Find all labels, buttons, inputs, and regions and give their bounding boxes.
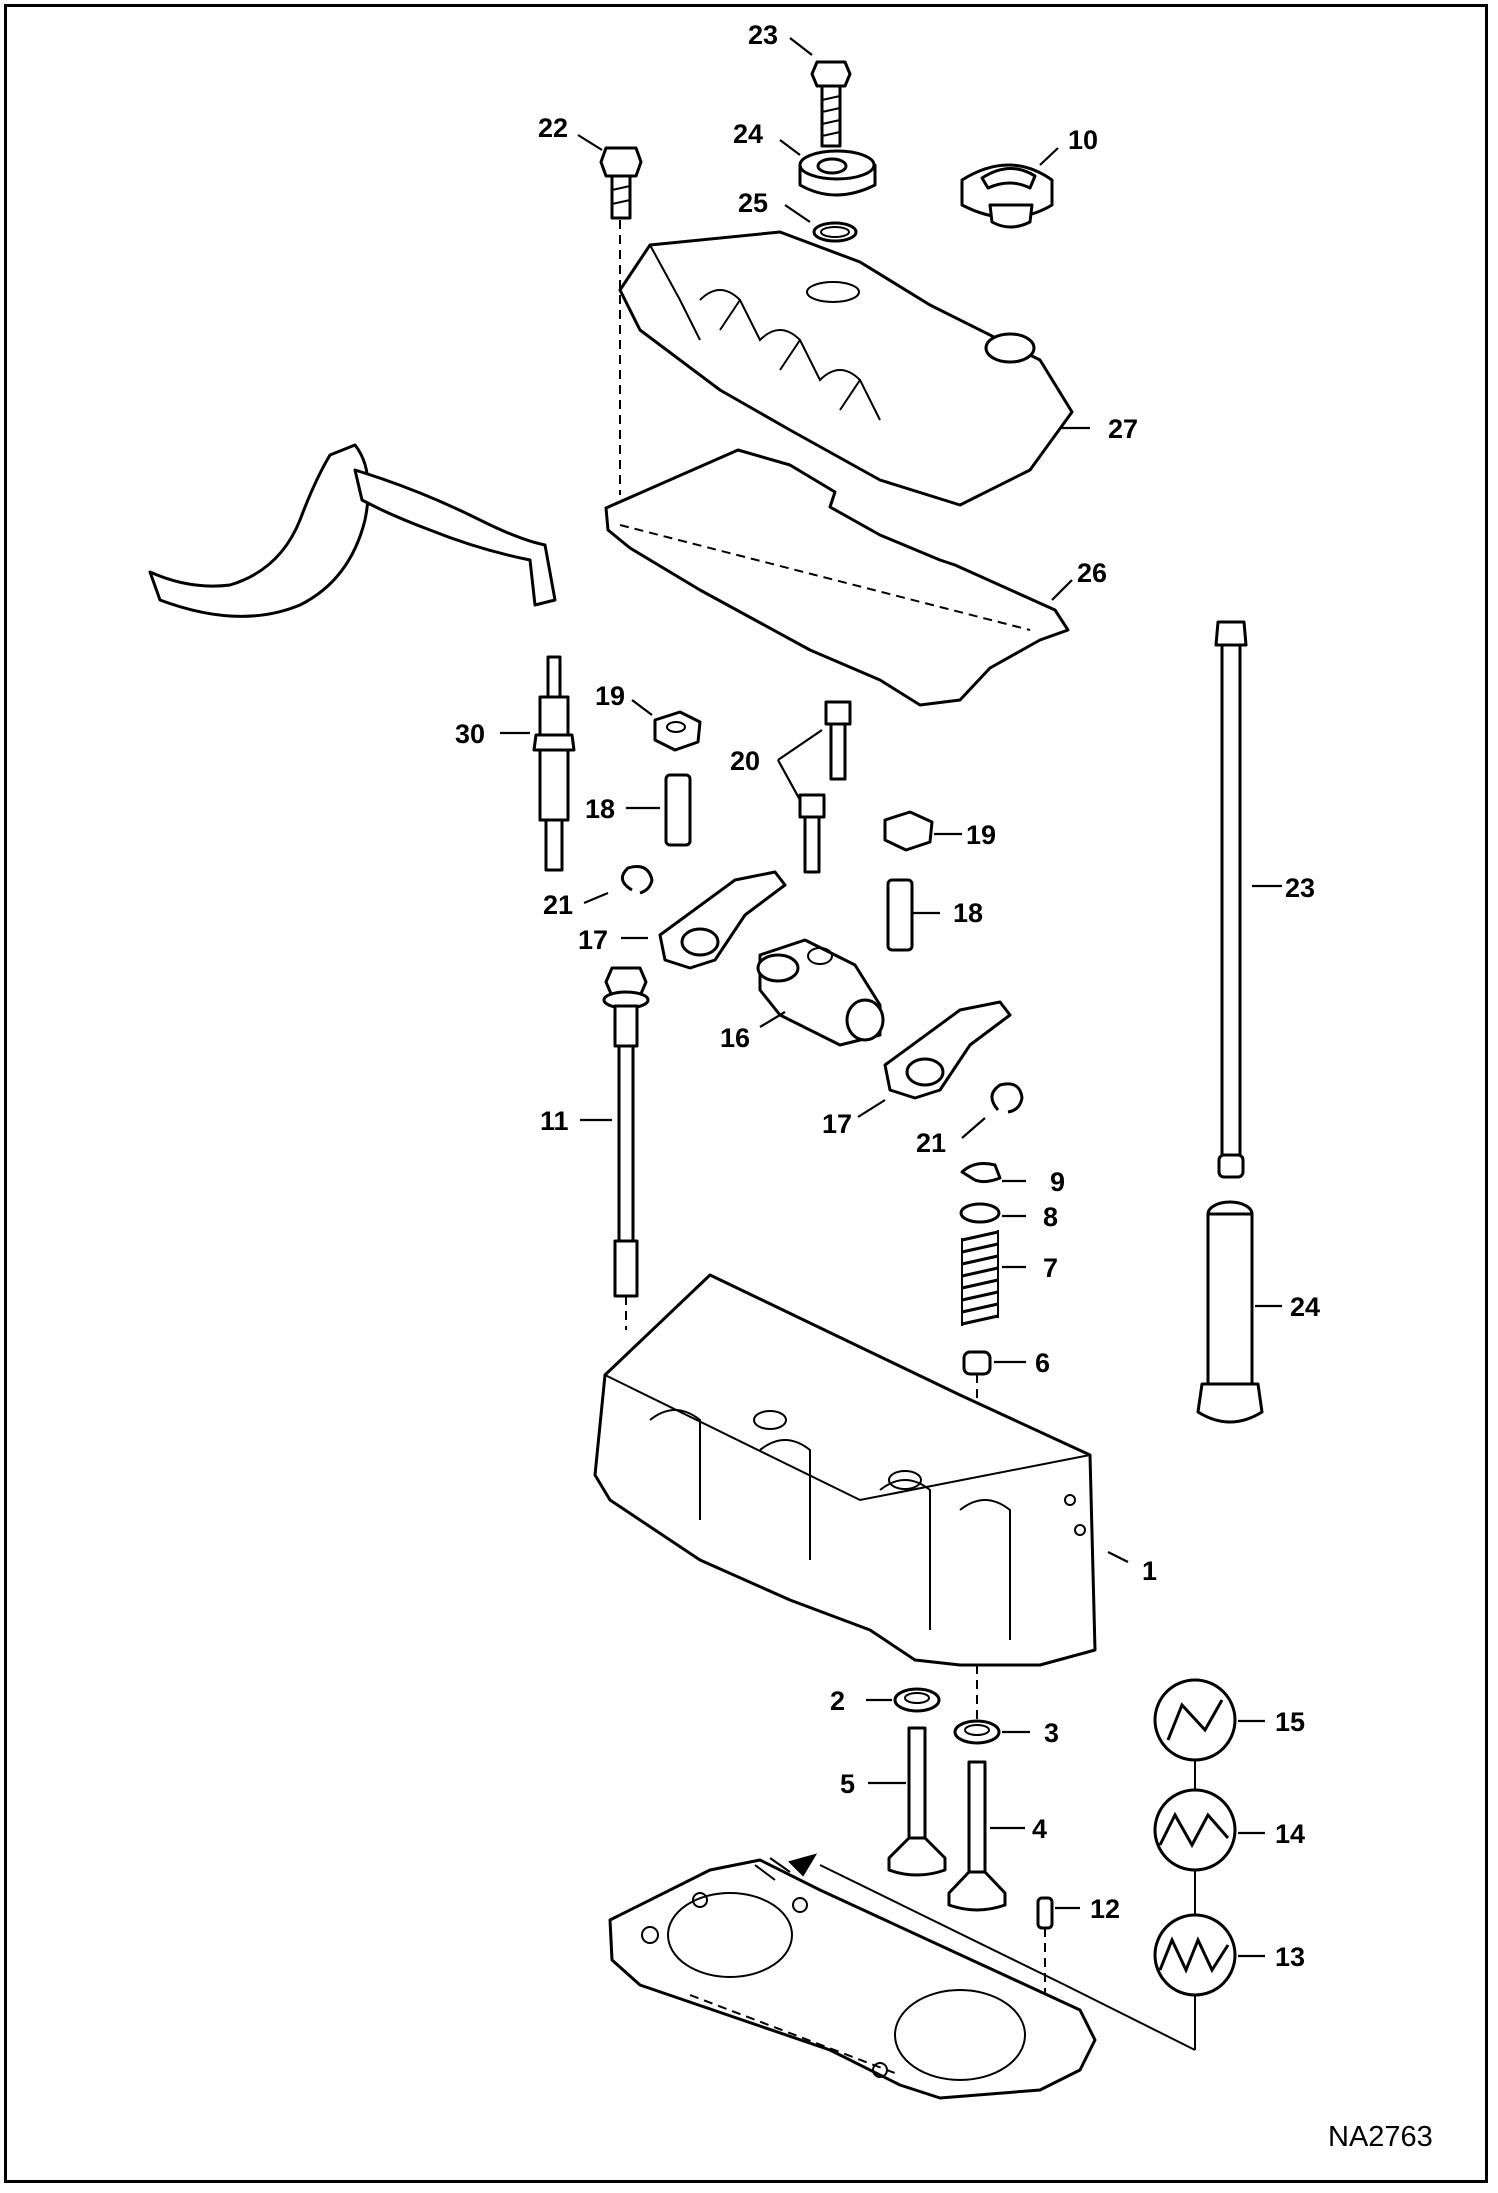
bolts-20-drawing: [798, 700, 852, 874]
thickness-symbols-drawing: [819, 1678, 1237, 2051]
leader-lines: [500, 37, 1282, 1958]
cap-10-drawing: [960, 163, 1054, 229]
gasket-24-drawing: [604, 448, 1070, 707]
drawing-code: NA2763: [1328, 2121, 1433, 2153]
tube-23-drawing: [1196, 1200, 1264, 1424]
filler-cap-28-drawing: [798, 149, 877, 197]
callout-12: 12: [1090, 1894, 1120, 1924]
rocker-support-16-drawing: [756, 938, 885, 1047]
head-bolt-11-drawing: [602, 966, 650, 1330]
callout-25: 27: [1108, 414, 1138, 444]
circlip-21-lower-drawing: [990, 1082, 1024, 1114]
callout-14: 14: [1275, 1819, 1305, 1849]
callout-4: 4: [1032, 1814, 1047, 1844]
stud-18-lower-drawing: [886, 878, 914, 952]
callout-6: 6: [1035, 1348, 1050, 1378]
callout-10: 10: [1068, 125, 1098, 155]
cylinder-head-1-drawing: [593, 1273, 1097, 1720]
callout-22: 23: [1285, 873, 1315, 903]
valve-cover-25-drawing: [618, 230, 1074, 507]
callout-29: 25: [738, 188, 768, 218]
valve-spring-7-drawing: [961, 1230, 999, 1326]
push-rod-22-drawing: [1214, 620, 1248, 1179]
bolt-27-drawing: [810, 60, 852, 148]
rocker-arm-17-lower-drawing: [883, 1000, 1012, 1100]
dowel-12-drawing: [1036, 1896, 1054, 1930]
callout-27: 23: [748, 20, 778, 50]
callout-23: 24: [1290, 1292, 1320, 1322]
callout-9: 9: [1050, 1167, 1065, 1197]
callout-11: 11: [540, 1106, 569, 1136]
callout-8: 8: [1043, 1202, 1058, 1232]
callout-24: 26: [1077, 558, 1107, 588]
stud-18-upper-drawing: [664, 773, 692, 847]
o-ring-29-drawing: [812, 221, 858, 243]
spring-retainer-8-drawing: [959, 1202, 1001, 1224]
callout-2: 2: [830, 1686, 845, 1716]
callout-5: 5: [840, 1769, 855, 1799]
valve-seal-6-drawing: [962, 1350, 992, 1376]
callout-15: 15: [1275, 1707, 1305, 1737]
callout-20: 20: [730, 746, 760, 776]
callout-1: 1: [1142, 1556, 1157, 1586]
callout-7: 7: [1043, 1253, 1058, 1283]
callout-19-lower: 19: [966, 820, 996, 850]
callout-26: 22: [538, 113, 568, 143]
callout-16: 16: [720, 1023, 750, 1053]
callout-21-upper: 21: [543, 890, 573, 920]
callout-17-upper: 17: [578, 925, 608, 955]
callout-18-lower: 18: [953, 898, 983, 928]
callout-19-upper: 19: [595, 681, 625, 711]
callout-17-lower: 17: [822, 1109, 852, 1139]
callout-21-lower: 21: [916, 1128, 946, 1158]
callout-13: 13: [1275, 1942, 1305, 1972]
seat-2-drawing: [893, 1687, 941, 1713]
head-gasket-drawing: [608, 1857, 1097, 2100]
circlip-21-upper-drawing: [620, 865, 654, 895]
glow-plug-30-drawing: [532, 655, 576, 872]
bolt-26-drawing: [599, 146, 643, 495]
seat-3-drawing: [953, 1719, 1001, 1745]
callout-3: 3: [1044, 1718, 1059, 1748]
valve-4-drawing: [947, 1760, 1007, 1912]
callout-18-upper: 18: [585, 794, 615, 824]
breather-hose-drawing: [148, 443, 557, 618]
callout-30: 30: [455, 719, 485, 749]
valve-keeper-9-drawing: [960, 1162, 1002, 1184]
valve-5-drawing: [887, 1726, 947, 1877]
callout-28: 24: [733, 119, 763, 149]
nut-19-lower-drawing: [883, 810, 934, 852]
callout-labels: 23 22 24 10 25 27 26 30 19 18 20 19 18 2…: [455, 20, 1433, 2153]
